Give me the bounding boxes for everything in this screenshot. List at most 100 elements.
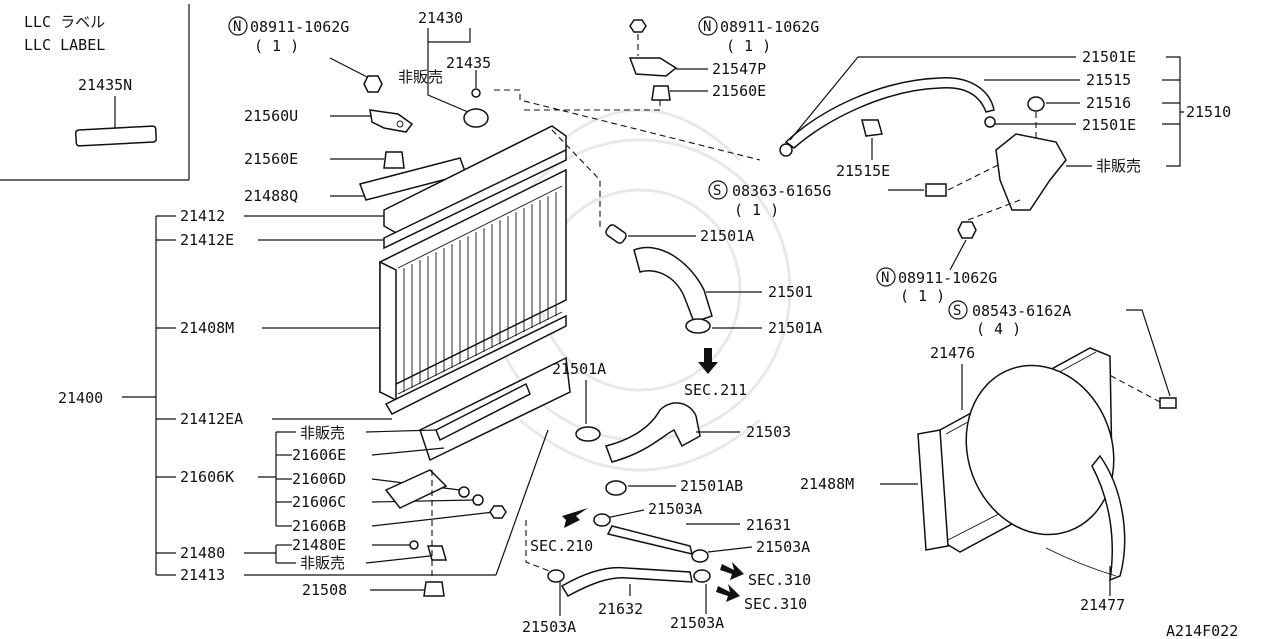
label-21503A-1: 21503A (648, 500, 702, 518)
label-21606K: 21606K (180, 468, 234, 486)
label-21488M: 21488M (800, 475, 854, 493)
label-21476: 21476 (930, 344, 975, 362)
svg-text:N: N (233, 19, 241, 35)
label-21501E-mid: 21501E (1082, 116, 1136, 134)
label-21480E: 21480E (292, 536, 346, 554)
diagram-code: A214F022 (1166, 622, 1238, 639)
arrow-left-down-icon (562, 508, 588, 528)
label-sec310-2: SEC.310 (744, 595, 807, 613)
label-21503: 21503 (746, 423, 791, 441)
label-21480: 21480 (180, 544, 225, 562)
hose-21632 (560, 566, 693, 598)
label-21510: 21510 (1186, 103, 1231, 121)
label-21606D: 21606D (292, 470, 346, 488)
label-21435: 21435 (446, 54, 491, 72)
svg-text:S: S (713, 183, 721, 199)
drain-cock-icon (427, 545, 447, 561)
hose-clamp-21501A-1 (605, 224, 627, 244)
fastener-qty: ( 1 ) (254, 37, 299, 55)
hose-clip-21515E (861, 119, 883, 137)
upper-hose-21501 (633, 246, 713, 323)
fastener-code: 08911-1062G (898, 269, 997, 287)
arrow-right-icon-2 (716, 584, 740, 602)
group-21400: 21400 (58, 215, 176, 576)
svg-text:S: S (953, 303, 961, 319)
fastener-qty: ( 1 ) (726, 37, 771, 55)
label-21516: 21516 (1086, 94, 1131, 112)
radiator-cap-icon (463, 108, 489, 128)
mount-21560E-right (651, 85, 671, 101)
cap-seal-icon (471, 88, 481, 98)
hose-clip-21501E (779, 143, 793, 157)
label-21488Q: 21488Q (244, 187, 298, 205)
llc-label-jp: LLC ラベル (24, 13, 105, 31)
label-21515E: 21515E (836, 162, 890, 180)
label-21501E-top: 21501E (1082, 48, 1136, 66)
fastener-qty: ( 1 ) (900, 287, 945, 305)
label-21508: 21508 (302, 581, 347, 599)
drain-pipe-21606E (435, 382, 531, 442)
hose-clamp-21503A-2 (691, 549, 709, 563)
label-21560E-right: 21560E (712, 82, 766, 100)
nut-icon (957, 221, 977, 239)
label-21477: 21477 (1080, 596, 1125, 614)
fastener-qty: ( 1 ) (734, 201, 779, 219)
label-21547P: 21547P (712, 60, 766, 78)
hose-clamp-21501A-2 (685, 318, 711, 334)
fastener-code: 08543-6162A (972, 302, 1071, 320)
label-21606B: 21606B (292, 517, 346, 535)
label-not-for-sale-top: 非販売 (398, 68, 443, 86)
label-21501A-3: 21501A (552, 360, 606, 378)
label-21501AB: 21501AB (680, 477, 743, 495)
bracket-21547P (628, 57, 678, 77)
label-21501: 21501 (768, 283, 813, 301)
rubber-mount-icon (383, 151, 405, 169)
washer-icon (472, 494, 484, 506)
reservoir-tank-21510 (995, 133, 1067, 211)
hose-21631 (606, 525, 694, 556)
fastener-screw-shroud: S 08543-6162A ( 4 ) (948, 300, 1177, 409)
reservoir-cap-21516 (1027, 96, 1045, 112)
label-21560U: 21560U (244, 107, 298, 125)
label-sec211: SEC.211 (684, 381, 747, 399)
label-21515: 21515 (1086, 71, 1131, 89)
fastener-code: 08363-6165G (732, 182, 831, 200)
fastener-top-mid: N 08911-1062G ( 1 ) (629, 16, 819, 55)
svg-text:N: N (881, 270, 889, 286)
hose-clip-icon (984, 116, 996, 128)
nut-icon (363, 75, 383, 93)
drain-cock-nut-icon (489, 505, 507, 519)
seal-21488M (917, 429, 949, 551)
arrow-right-icon-1 (720, 562, 744, 580)
mount-bracket-21560U (369, 109, 414, 133)
nut-icon (629, 19, 647, 33)
llc-label-en: LLC LABEL (24, 36, 105, 54)
label-21413: 21413 (180, 566, 225, 584)
label-not-for-sale-tank: 非販売 (1096, 157, 1141, 175)
llc-label-box: LLC ラベル LLC LABEL 21435N (0, 4, 190, 181)
lower-hose-21503 (605, 402, 701, 463)
fastener-code: 08911-1062G (250, 18, 349, 36)
hose-clamp-21503A-1 (593, 513, 611, 527)
llc-label-part: 21435N (78, 76, 132, 94)
label-21430: 21430 (418, 9, 463, 27)
label-not-for-sale-mid: 非販売 (300, 424, 345, 442)
arrow-down-icon (698, 348, 718, 374)
svg-text:N: N (703, 19, 711, 35)
fastener-qty: ( 4 ) (976, 320, 1021, 338)
label-21503A-2: 21503A (756, 538, 810, 556)
label-sec310-1: SEC.310 (748, 571, 811, 589)
fastener-top-left: N 08911-1062G ( 1 ) (228, 16, 383, 93)
overflow-hose-21515 (784, 77, 995, 149)
fastener-code: 08911-1062G (720, 18, 819, 36)
label-21503A-4: 21503A (670, 614, 724, 632)
label-sec210: SEC.210 (530, 537, 593, 555)
label-21606E: 21606E (292, 446, 346, 464)
gasket-21412E (383, 148, 567, 250)
label-not-for-sale-low: 非販売 (300, 554, 345, 572)
label-21503A-3: 21503A (522, 618, 576, 636)
label-21412E: 21412E (180, 231, 234, 249)
hose-clamp-21503A-4 (693, 569, 711, 583)
drain-bracket-icon (384, 469, 448, 509)
